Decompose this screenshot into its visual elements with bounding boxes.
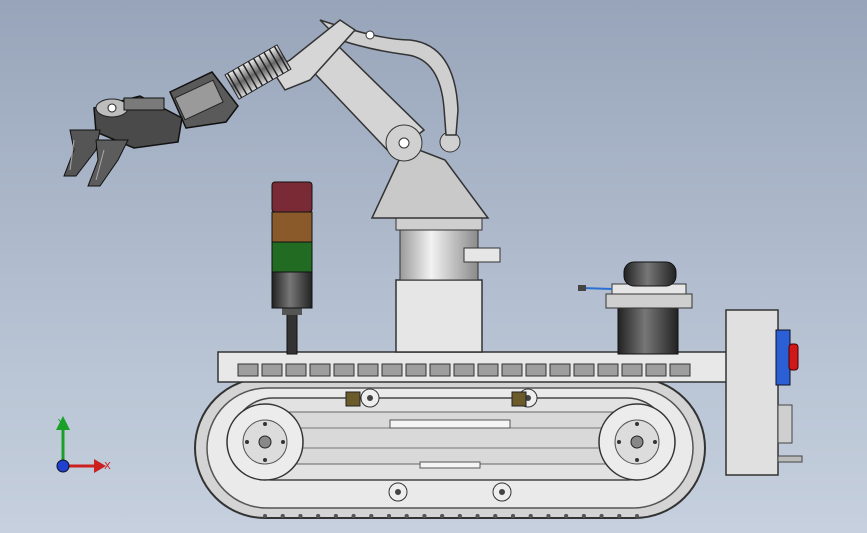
track-link — [635, 514, 639, 518]
track-link — [298, 514, 303, 518]
track-pad — [645, 363, 667, 377]
track-pad — [261, 363, 283, 377]
track-frame — [231, 397, 669, 481]
track-pad — [501, 363, 523, 377]
track-pad — [309, 363, 331, 377]
drive-wheel-right — [598, 403, 676, 481]
track-links — [263, 514, 639, 518]
track-pad — [669, 363, 691, 377]
track-link — [475, 514, 480, 518]
y-axis-label: Y — [57, 418, 65, 429]
track-link — [493, 514, 498, 518]
track-link — [599, 514, 604, 518]
beacon-amber-light — [271, 211, 313, 243]
track-pad — [429, 363, 451, 377]
track-pad — [477, 363, 499, 377]
stop-button[interactable] — [788, 343, 799, 371]
track-link — [387, 514, 391, 518]
lower-arm-link — [298, 19, 490, 219]
track-pad — [405, 363, 427, 377]
x-axis-label: X — [104, 461, 111, 472]
drive-wheel-left — [226, 403, 304, 481]
bellows-coil — [247, 61, 264, 86]
track-pad — [573, 363, 595, 377]
track-link — [404, 514, 409, 518]
beacon-green-light — [271, 241, 313, 273]
bellows-coils — [226, 46, 290, 98]
bellows-coil — [263, 52, 279, 77]
bellows-coil — [232, 70, 248, 95]
top-track-pads — [237, 363, 691, 377]
track-pad — [381, 363, 403, 377]
track-link — [440, 514, 445, 518]
track-pad — [285, 363, 307, 377]
track-link — [369, 514, 374, 518]
lidar-sensor — [578, 261, 693, 355]
track-link — [351, 514, 356, 518]
bellows-coil — [273, 46, 290, 71]
track-pad — [333, 363, 355, 377]
track-pad — [621, 363, 643, 377]
track-pad — [525, 363, 547, 377]
track-pad — [597, 363, 619, 377]
control-panel-button[interactable] — [775, 329, 791, 386]
bellows-coil — [226, 73, 243, 98]
suspension-brackets — [345, 388, 538, 502]
track-link — [511, 514, 515, 518]
bellows-coil — [237, 67, 253, 92]
track-link — [564, 514, 569, 518]
gripper — [63, 95, 183, 187]
bellows-coil — [258, 55, 274, 80]
arm-base — [395, 215, 501, 353]
bellows-coil — [268, 49, 284, 74]
bellows-coil — [242, 64, 258, 89]
track-pad — [549, 363, 571, 377]
track-pad — [357, 363, 379, 377]
track-link — [333, 514, 338, 518]
track-link — [422, 514, 427, 518]
track-link — [280, 514, 285, 518]
track-link — [546, 514, 551, 518]
antenna-mount — [777, 455, 803, 463]
track-pad — [237, 363, 259, 377]
track-link — [457, 514, 462, 518]
control-box — [725, 309, 803, 476]
coordinate-triad: Y X — [56, 416, 111, 473]
track-link — [316, 514, 321, 518]
connector-port — [777, 404, 793, 444]
track-link — [263, 514, 267, 518]
bellows-coil — [252, 58, 269, 83]
track-link — [528, 514, 533, 518]
beacon-red-light — [271, 181, 313, 213]
track-link — [581, 514, 586, 518]
track-link — [617, 514, 622, 518]
upper-arm-link — [169, 19, 357, 129]
track-pad — [453, 363, 475, 377]
signal-beacon — [271, 181, 313, 355]
